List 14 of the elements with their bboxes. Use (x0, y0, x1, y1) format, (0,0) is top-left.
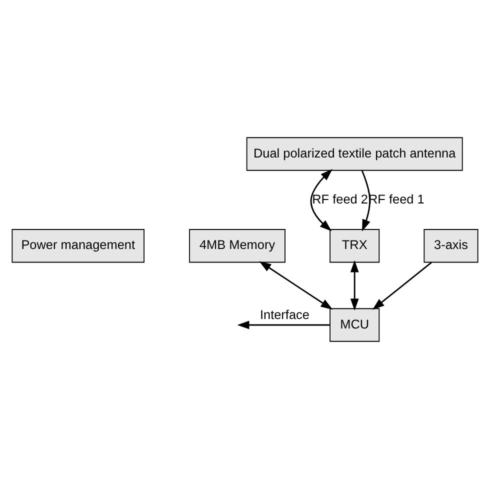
node-box: 4MB Memory (189, 229, 286, 263)
arrow (237, 320, 330, 330)
arrow (310, 169, 332, 232)
node-box: Dual polarized textile patch antenna (246, 137, 463, 171)
node-box: TRX (330, 229, 380, 263)
edge-label: RF feed 2 (312, 191, 368, 206)
arrow (350, 260, 359, 311)
arrow (361, 170, 370, 232)
arrow (259, 261, 333, 310)
node-box: 3-axis (424, 229, 478, 263)
node-box: MCU (330, 308, 380, 342)
edge-label: Interface (260, 306, 310, 322)
arrow (372, 262, 432, 310)
node-box: Power management (12, 229, 144, 263)
